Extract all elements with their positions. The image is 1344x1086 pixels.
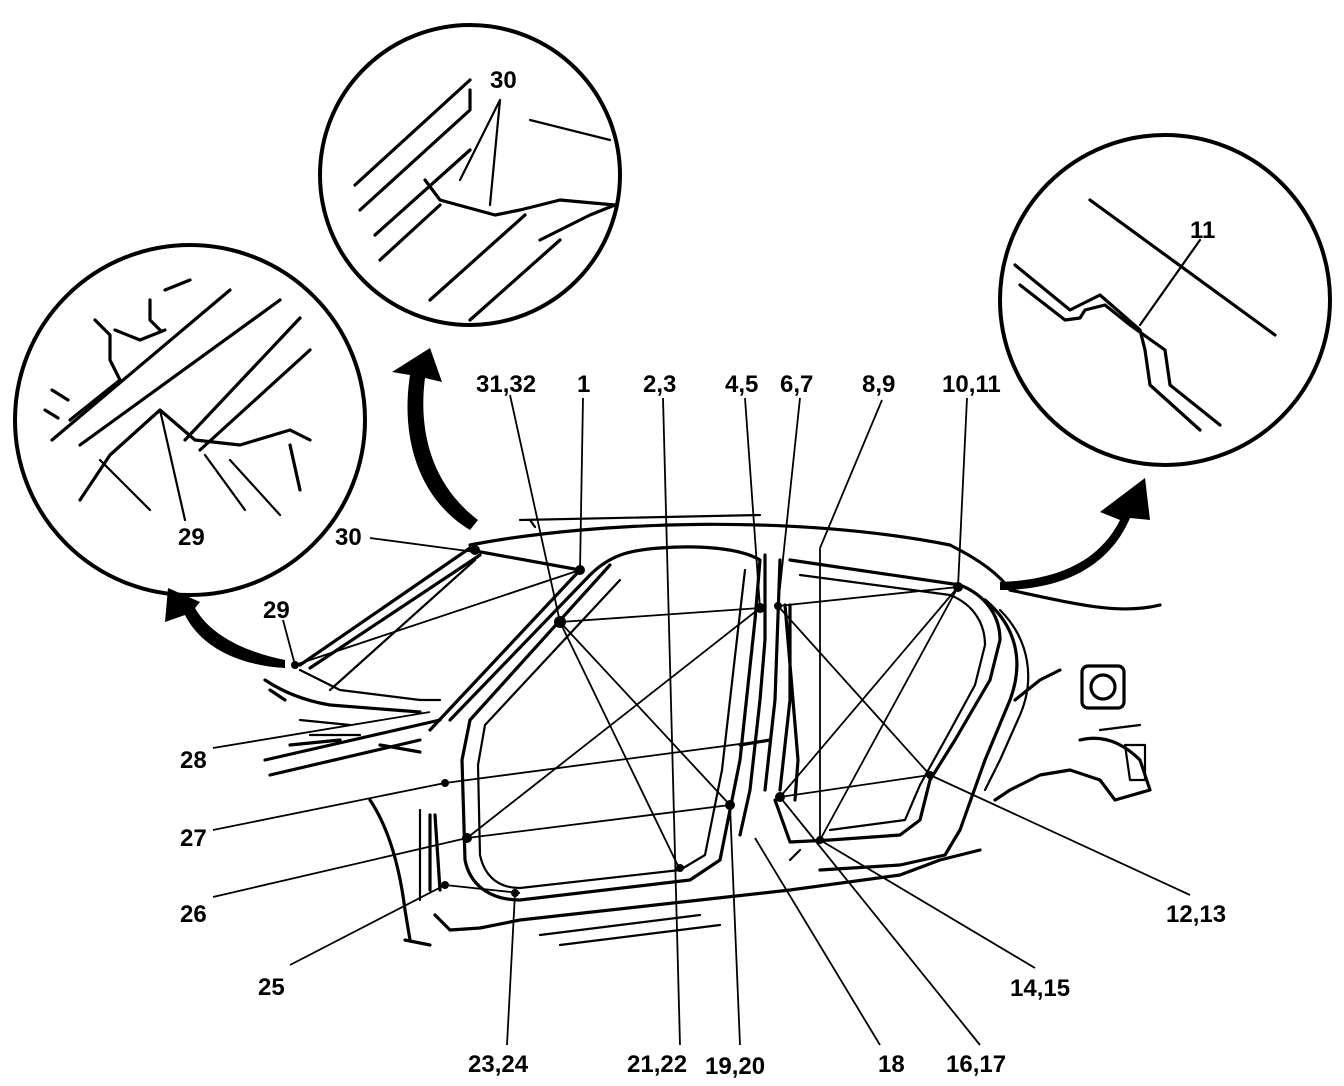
label-26: 26	[180, 901, 207, 928]
detail-circle-right: 11	[998, 133, 1332, 467]
car-body	[263, 513, 1162, 947]
leader-lines	[212, 394, 1191, 1046]
label-25: 25	[258, 974, 285, 1001]
label-10-11: 10,11	[942, 371, 1001, 398]
label-29: 29	[263, 597, 290, 624]
label-23-24: 23,24	[468, 1051, 529, 1078]
detail-circle-left: 29	[13, 243, 367, 597]
label-21-22: 21,22	[627, 1051, 687, 1078]
label-8-9: 8,9	[862, 371, 895, 398]
label-2-3: 2,3	[643, 371, 676, 398]
detail-right-label: 11	[1190, 217, 1215, 244]
label-27: 27	[180, 825, 207, 852]
label-31-32: 31,32	[476, 371, 536, 398]
label-1: 1	[577, 371, 590, 398]
detail-circle-mid: 30	[318, 23, 622, 327]
label-12-13: 12,13	[1166, 901, 1226, 928]
label-16-17: 16,17	[946, 1051, 1006, 1078]
arrow-to-mid-detail	[392, 348, 478, 530]
label-18: 18	[878, 1051, 905, 1078]
detail-mid-label: 30	[490, 67, 517, 94]
arrow-to-right-detail	[1000, 478, 1150, 590]
label-28: 28	[180, 747, 207, 774]
label-19-20: 19,20	[705, 1053, 765, 1080]
label-14-15: 14,15	[1010, 975, 1070, 1002]
measurement-points	[291, 545, 963, 897]
dimension-lines	[294, 548, 959, 894]
arrow-to-left-detail	[165, 588, 285, 668]
label-6-7: 6,7	[780, 371, 813, 398]
detail-left-label: 29	[178, 524, 205, 551]
label-4-5: 4,5	[725, 371, 758, 398]
callout-labels: 31,32 1 2,3 4,5 6,7 8,9 10,11 30 29 28 2…	[180, 371, 1226, 1080]
label-30: 30	[335, 524, 362, 551]
